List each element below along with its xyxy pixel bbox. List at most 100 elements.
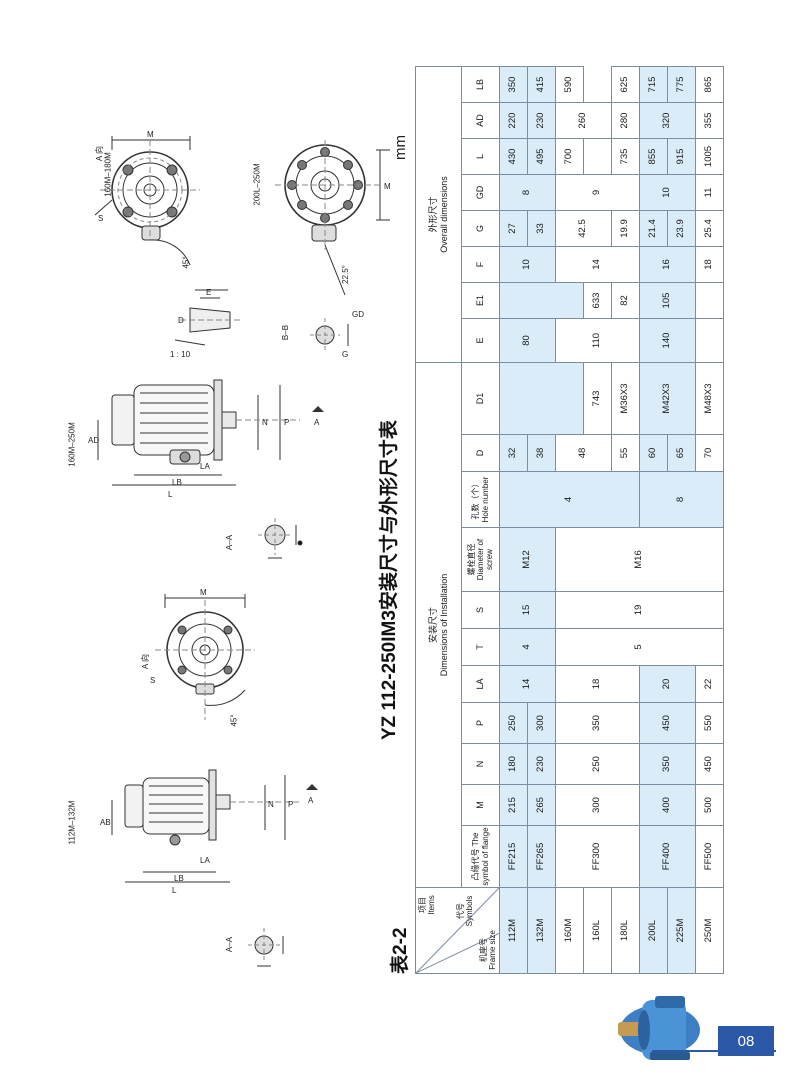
cell-l: 915 xyxy=(667,138,696,175)
col-g: G xyxy=(461,210,500,247)
cell-lb: 715 xyxy=(639,66,668,103)
col-e: E xyxy=(461,318,500,363)
cell-n: 180 xyxy=(499,743,528,785)
cell-f: 18 xyxy=(695,246,724,283)
cell-e xyxy=(695,318,724,363)
cell-flange: FF300 xyxy=(555,825,640,888)
col-p: P xyxy=(461,702,500,744)
label-dim-s-upper: S xyxy=(98,214,104,223)
cell-l: 855 xyxy=(639,138,668,175)
col-e1: E1 xyxy=(461,282,500,319)
col-s: S xyxy=(461,591,500,629)
cell-la: 14 xyxy=(499,665,556,703)
cell-g: 27 xyxy=(499,210,528,247)
label-taper: 1 : 10 xyxy=(170,350,191,359)
cell-lb: 633 xyxy=(583,282,612,319)
label-arrow-a-upper: A xyxy=(314,418,320,427)
cell-f: 14 xyxy=(555,246,640,283)
cell-lb: 350 xyxy=(499,66,528,103)
motor-side-view-112m-132m xyxy=(111,769,300,883)
cell-lb: 865 xyxy=(695,66,724,103)
cell-f: 10 xyxy=(499,246,556,283)
cell-ad: 280 xyxy=(611,102,640,139)
page-number: 08 xyxy=(718,1026,774,1056)
cell-ad: 220 xyxy=(499,102,528,139)
cell-e: 80 xyxy=(499,318,556,363)
diag-lines xyxy=(416,887,500,973)
cell-l: 743 xyxy=(583,362,612,435)
cell-frame: 132M xyxy=(527,887,556,974)
cell-t: 4 xyxy=(499,628,556,666)
cell-d: 70 xyxy=(695,434,724,472)
cell-frame: 160L xyxy=(583,887,612,974)
label-dim-lb-lower: LB xyxy=(174,874,184,883)
cell-flange: FF265 xyxy=(527,825,556,888)
flange-view-200l-250m xyxy=(275,140,390,296)
col-hole: 孔数（个）Hole number xyxy=(461,471,500,528)
section-aa-lower xyxy=(248,928,284,967)
cell-g: 23.9 xyxy=(667,210,696,247)
cell-d: 48 xyxy=(555,434,612,472)
label-dim-e-shaft: E xyxy=(206,288,212,297)
cell-gd: 10 xyxy=(639,174,696,211)
cell-m: 400 xyxy=(639,784,696,826)
cell-e1 xyxy=(695,282,724,319)
cell-lb: 625 xyxy=(611,66,640,103)
col-screw: 螺栓直径 Diameter of screw xyxy=(461,527,500,592)
cell-gd: 8 xyxy=(499,174,556,211)
cell-d: 32 xyxy=(499,434,528,472)
cell-g: 21.4 xyxy=(639,210,668,247)
label-dim-p-lower: P xyxy=(288,800,294,809)
cell-e1: 82 xyxy=(611,282,640,319)
cell-lb: 415 xyxy=(527,66,556,103)
diag-items: 项目 Items xyxy=(418,895,437,915)
cell-g: 25.4 xyxy=(695,210,724,247)
cell-g: 19.9 xyxy=(611,210,640,247)
label-dim-la-lower: LA xyxy=(200,856,210,865)
cell-frame: 250M xyxy=(695,887,724,974)
cell-d1: M42X3 xyxy=(639,362,696,435)
cell-frame: 160M xyxy=(555,887,584,974)
cell-m: 215 xyxy=(499,784,528,826)
cell-p: 550 xyxy=(695,702,724,744)
col-flange: 凸缘代号 The symbol of flange xyxy=(461,825,500,888)
cell-gd: 11 xyxy=(695,174,724,211)
col-ad: AD xyxy=(461,102,500,139)
cell-screw: M16 xyxy=(555,527,724,592)
cell-p: 350 xyxy=(555,702,640,744)
label-dim-m-middle: M xyxy=(200,588,207,597)
cell-d: 60 xyxy=(639,434,668,472)
cell-p: 450 xyxy=(639,702,696,744)
label-arrow-a-lower: A xyxy=(308,796,314,805)
label-dim-d-shaft: D xyxy=(178,316,184,325)
cell-l: 495 xyxy=(527,138,556,175)
cell-m: 265 xyxy=(527,784,556,826)
cell-lb: 775 xyxy=(667,66,696,103)
cell-hole: 4 xyxy=(499,471,640,528)
cell-l: 735 xyxy=(611,138,640,175)
cell-t: 5 xyxy=(555,628,724,666)
shaft-end-upper xyxy=(174,289,349,352)
col-la: LA xyxy=(461,665,500,703)
cell-frame: 225M xyxy=(667,887,696,974)
cell-d: 65 xyxy=(667,434,696,472)
cell-m: 500 xyxy=(695,784,724,826)
cell-l: 430 xyxy=(499,138,528,175)
cell-e: 140 xyxy=(639,318,696,363)
cell-ad: 320 xyxy=(639,102,696,139)
motor-photo xyxy=(618,996,700,1060)
cell-flange: FF215 xyxy=(499,825,528,888)
cell-d1: M48X3 xyxy=(695,362,724,435)
cell-frame: 200L xyxy=(639,887,668,974)
col-d1: D1 xyxy=(461,362,500,435)
table-row: 200L FF400 400 350 450 20 8 60 M42X3 140… xyxy=(639,66,724,974)
flange-view-160m-180m xyxy=(94,136,200,266)
cell-hole: 8 xyxy=(639,471,724,528)
cell-n: 450 xyxy=(695,743,724,785)
label-dim-m-flange-b: M xyxy=(384,182,391,191)
cell-g: 42.5 xyxy=(555,210,612,247)
cell-flange: FF500 xyxy=(695,825,724,888)
